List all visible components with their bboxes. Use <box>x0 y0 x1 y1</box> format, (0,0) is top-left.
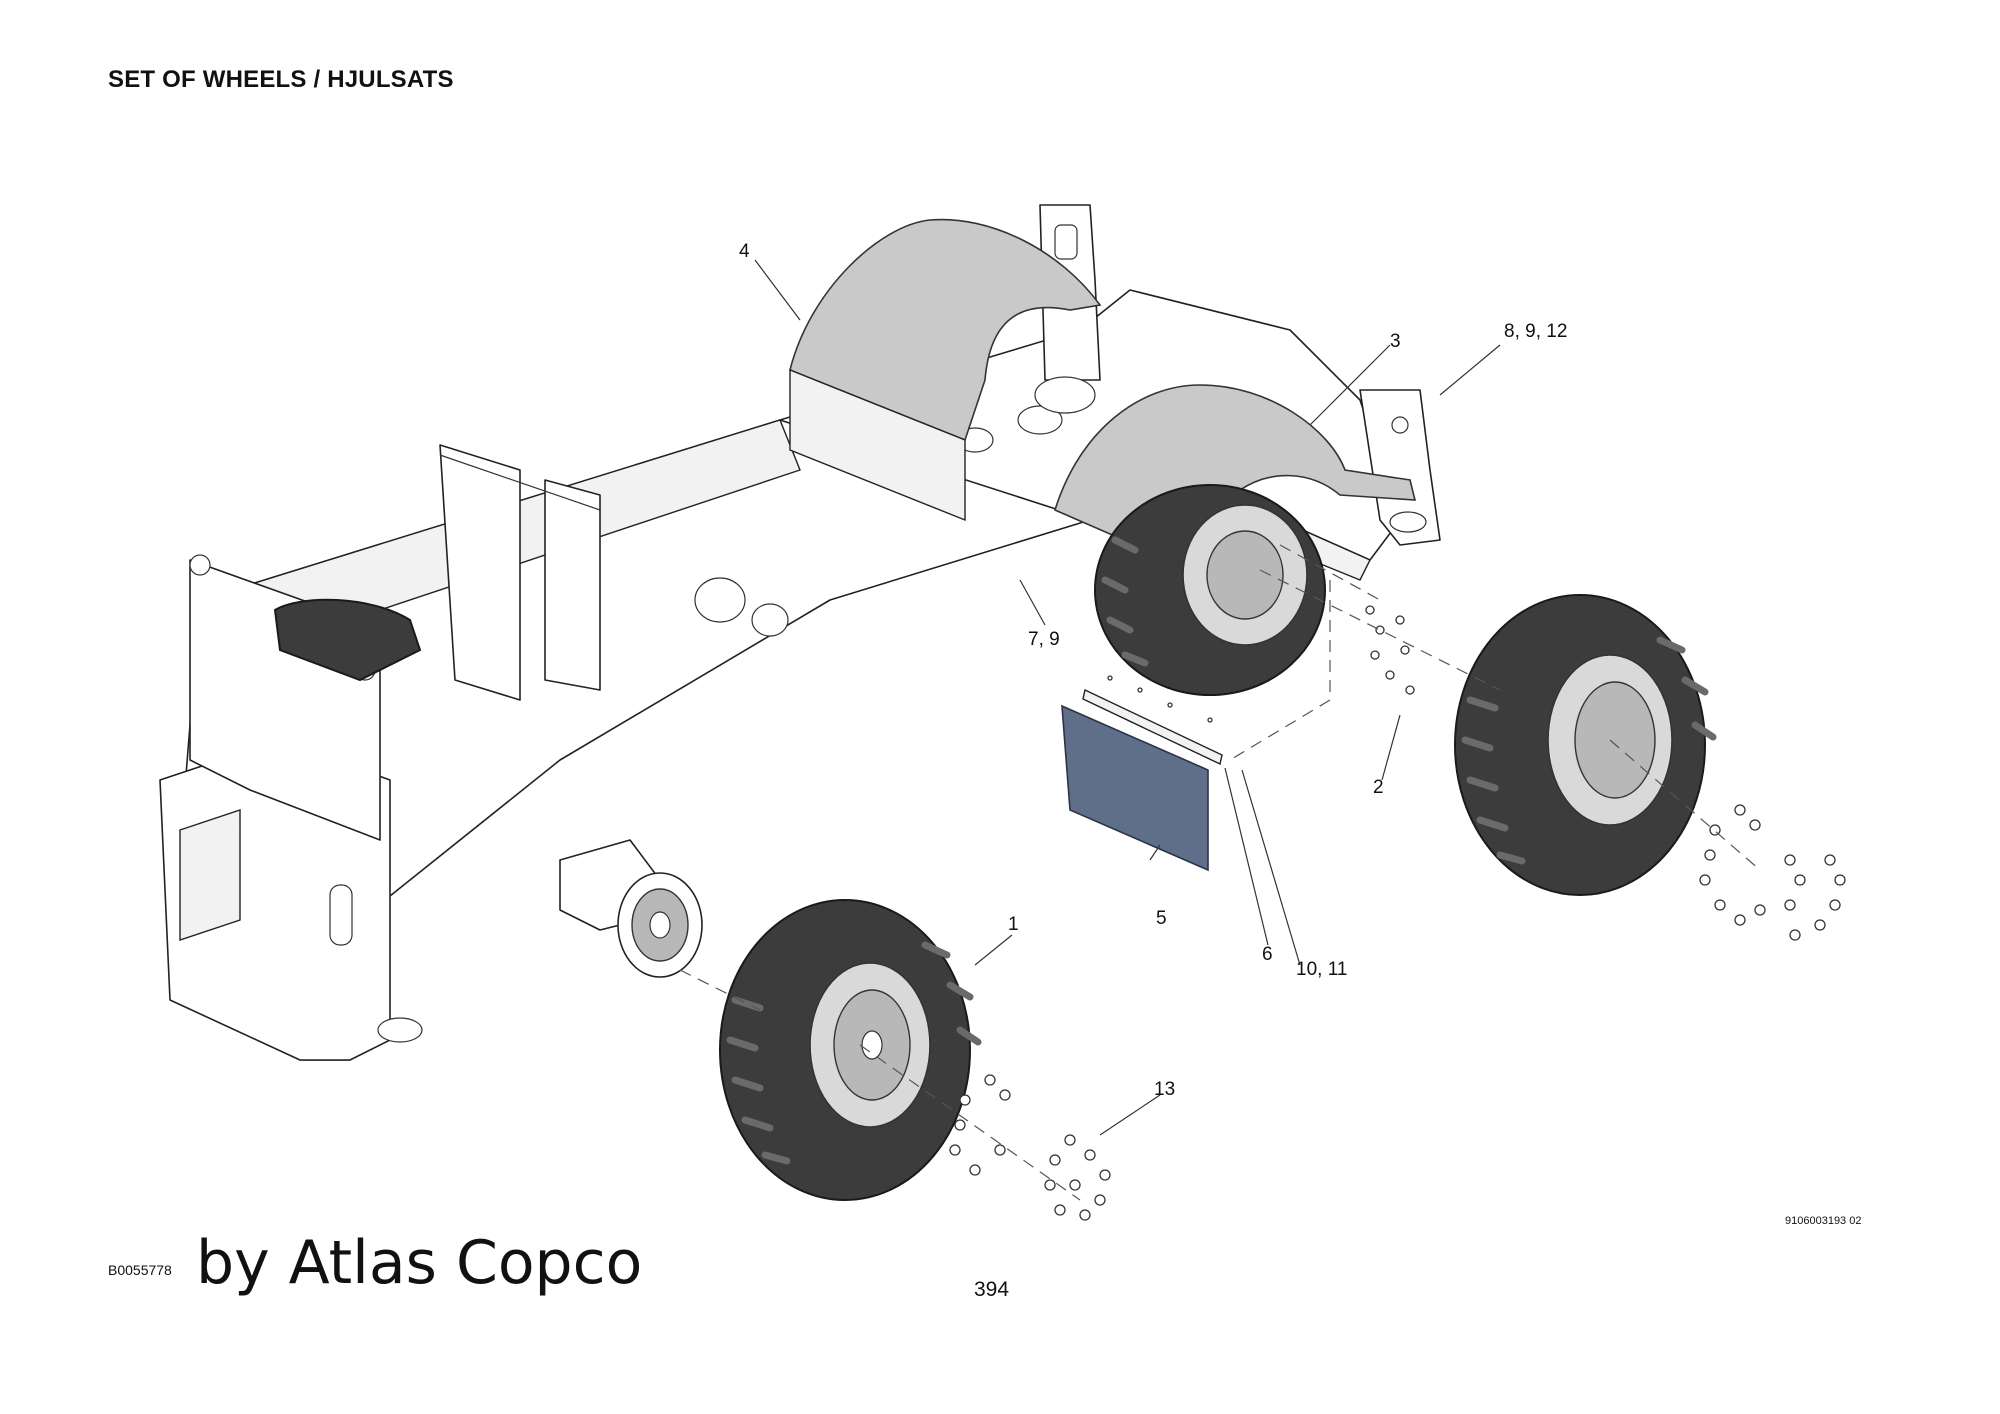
assembly-lines <box>679 544 1761 1201</box>
page-number: 394 <box>974 1278 1010 1301</box>
front-right-wheel <box>719 899 982 1201</box>
leader-lines <box>754 259 1501 1136</box>
callout-6: 6 <box>1262 944 1273 965</box>
callout-1: 1 <box>1008 914 1019 935</box>
callout-2: 2 <box>1373 777 1384 798</box>
rear-right-wheel <box>1454 594 1717 896</box>
fender-4 <box>789 218 1102 522</box>
drawing-code: 9106003193 02 <box>1785 1215 1862 1227</box>
document-code: B0055778 <box>108 1262 172 1278</box>
page-title: SET OF WHEELS / HJULSATS <box>108 66 454 93</box>
chassis-frame <box>159 204 1441 1061</box>
flap-strip-6 <box>1082 675 1223 766</box>
callout-5: 5 <box>1156 908 1167 929</box>
rear-wheel-nuts <box>1699 804 1846 941</box>
callout-13: 13 <box>1154 1079 1176 1100</box>
callout-10-11: 10, 11 <box>1296 959 1348 980</box>
rear-left-wheel <box>1094 484 1326 696</box>
callout-8-9-12: 8, 9, 12 <box>1504 321 1568 342</box>
front-left-wheel <box>273 598 422 682</box>
callout-4: 4 <box>739 241 750 262</box>
callout-7-9: 7, 9 <box>1028 629 1060 650</box>
mud-flap-5 <box>1061 704 1209 872</box>
callout-3: 3 <box>1390 331 1401 352</box>
watermark: by Atlas Copco <box>196 1228 643 1298</box>
rear-bolt-pattern <box>1365 605 1415 695</box>
front-wheel-nuts-13 <box>949 1074 1111 1221</box>
